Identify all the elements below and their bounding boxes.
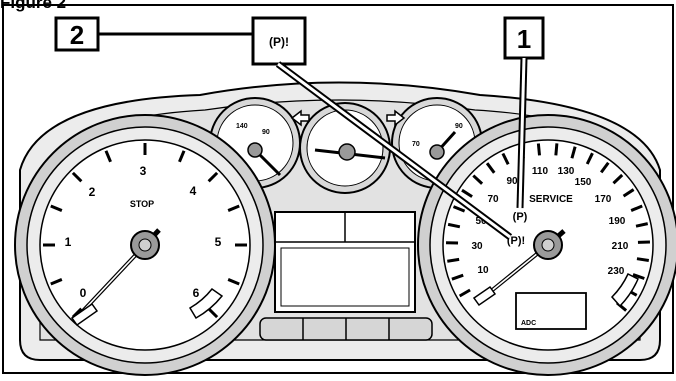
tachometer-number-3: 3 bbox=[140, 164, 147, 178]
tachometer-number-4: 4 bbox=[190, 184, 197, 198]
speedometer-number-150: 150 bbox=[575, 177, 592, 188]
tachometer-stop-label: STOP bbox=[130, 199, 154, 209]
tachometer-number-6: 6 bbox=[193, 286, 200, 300]
speedometer-service-label: SERVICE bbox=[529, 194, 573, 205]
callout-1-number: 1 bbox=[517, 24, 531, 54]
speedometer-tick bbox=[447, 259, 459, 261]
speedometer-number-210: 210 bbox=[612, 241, 629, 252]
center-display bbox=[275, 212, 415, 312]
adc-display-label: ADC bbox=[521, 320, 536, 327]
speedometer-number-30: 30 bbox=[471, 241, 483, 252]
left-gauge-number-1: 140 bbox=[236, 123, 248, 130]
callout-2-number: 2 bbox=[70, 20, 84, 50]
tachometer-number-0: 0 bbox=[80, 286, 87, 300]
speedometer-number-130: 130 bbox=[558, 166, 575, 177]
speedometer-number-230: 230 bbox=[608, 266, 625, 277]
tachometer-number-5: 5 bbox=[215, 235, 222, 249]
right-gauge-number-1: 90 bbox=[455, 123, 463, 130]
speedometer-number-110: 110 bbox=[532, 166, 549, 177]
tachometer-number-2: 2 bbox=[89, 185, 96, 199]
figure-label: Figure 2 bbox=[0, 0, 66, 11]
speedometer-tick bbox=[556, 143, 557, 155]
speedometer-number-90: 90 bbox=[506, 176, 518, 187]
speedometer-tick bbox=[538, 143, 539, 155]
parking-brake-indicator-icon: (P) bbox=[513, 211, 528, 223]
speedometer-number-70: 70 bbox=[487, 194, 499, 205]
tachometer-number-1: 1 bbox=[65, 235, 72, 249]
speedometer-number-190: 190 bbox=[609, 216, 626, 227]
speedometer-number-170: 170 bbox=[595, 194, 612, 205]
left-gauge-number-2: 90 bbox=[262, 129, 270, 136]
callout-2-parking-brake-warning-icon: (P)! bbox=[269, 35, 289, 49]
right-gauge-number-2: 70 bbox=[412, 141, 420, 148]
speedometer-number-10: 10 bbox=[477, 265, 489, 276]
speedometer-tick bbox=[637, 259, 649, 261]
bottom-button-row bbox=[260, 318, 432, 340]
